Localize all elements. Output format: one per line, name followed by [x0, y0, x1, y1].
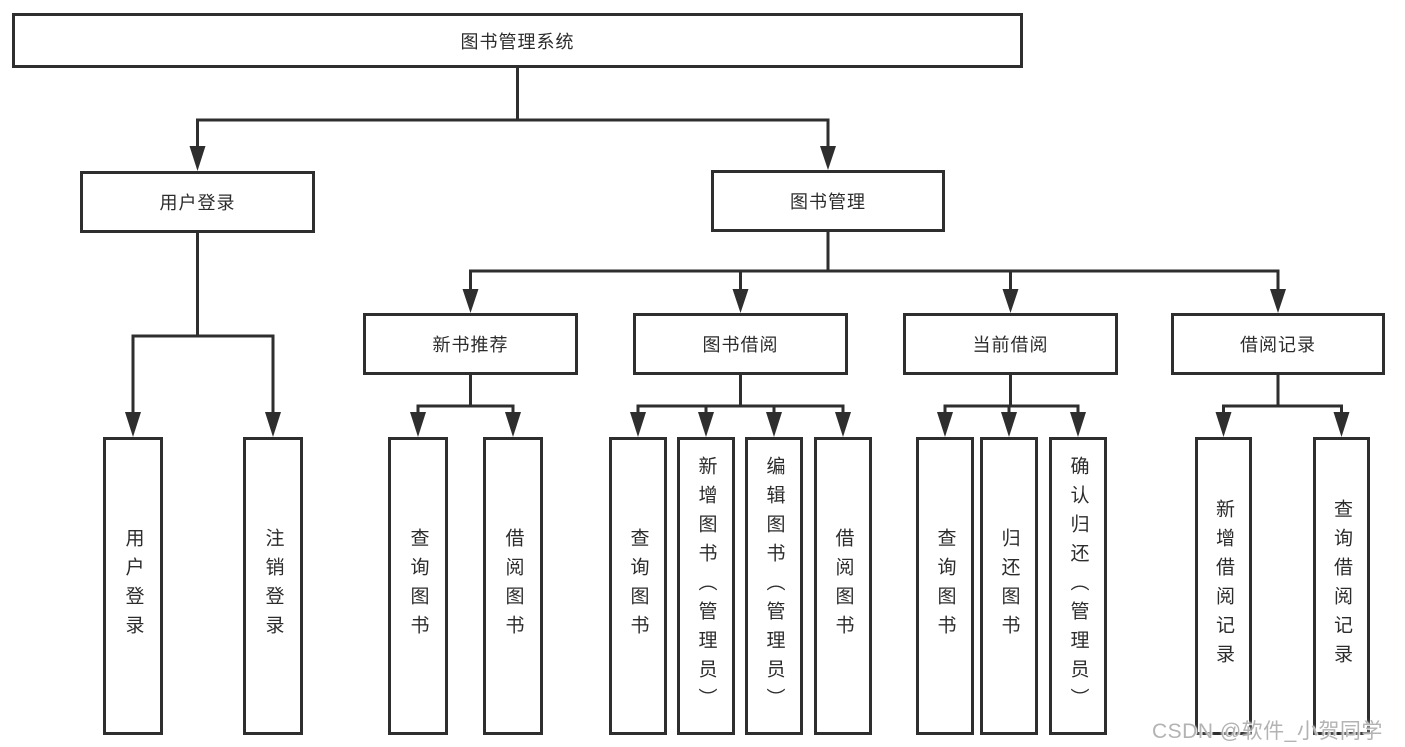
node-label: 查询图书: [934, 528, 956, 644]
node-label: 查询图书: [407, 528, 429, 644]
node-label: 用户登录: [159, 193, 236, 213]
leaf-query-books: 查询图书: [609, 437, 667, 735]
node-library-management-system: 图书管理系统: [12, 13, 1023, 68]
leaf-logout: 注销登录: [243, 437, 303, 735]
node-label: 新增借阅记录: [1213, 499, 1234, 673]
leaf-add-borrow-record: 新增借阅记录: [1195, 437, 1252, 735]
node-label: 图书借阅: [702, 335, 779, 355]
leaf-confirm-return-admin: 确认归还（管理员）: [1049, 437, 1107, 735]
node-user-login: 用户登录: [80, 171, 315, 233]
node-label: 当前借阅: [972, 335, 1049, 355]
leaf-user-login: 用户登录: [103, 437, 163, 735]
node-label: 归还图书: [998, 528, 1020, 644]
node-current-borrow: 当前借阅: [903, 313, 1118, 375]
node-book-borrow: 图书借阅: [633, 313, 848, 375]
node-label: 借阅图书: [502, 528, 524, 644]
node-label: 图书管理: [790, 192, 866, 212]
node-label: 图书管理系统: [460, 31, 575, 52]
leaf-borrow-books: 借阅图书: [814, 437, 872, 735]
leaf-query-books: 查询图书: [388, 437, 448, 735]
node-new-book-recommend: 新书推荐: [363, 313, 578, 375]
leaf-edit-books-admin: 编辑图书（管理员）: [745, 437, 803, 735]
node-label: 查询图书: [627, 528, 649, 644]
node-label: 编辑图书（管理员）: [763, 455, 785, 717]
node-label: 借阅记录: [1240, 335, 1316, 355]
leaf-borrow-books: 借阅图书: [483, 437, 543, 735]
node-label: 借阅图书: [832, 528, 854, 644]
csdn-watermark: CSDN @软件_小贺同学: [1152, 720, 1383, 743]
node-label: 新书推荐: [432, 335, 509, 355]
leaf-query-borrow-record: 查询借阅记录: [1313, 437, 1370, 735]
node-borrow-records: 借阅记录: [1171, 313, 1385, 375]
node-book-management: 图书管理: [711, 170, 945, 232]
leaf-query-books: 查询图书: [916, 437, 974, 735]
node-label: 确认归还（管理员）: [1067, 455, 1089, 717]
leaf-return-books: 归还图书: [980, 437, 1038, 735]
node-label: 用户登录: [122, 528, 144, 644]
node-label: 注销登录: [262, 528, 284, 644]
node-label: 新增图书（管理员）: [695, 455, 717, 717]
node-label: 查询借阅记录: [1331, 499, 1352, 673]
leaf-add-books-admin: 新增图书（管理员）: [677, 437, 735, 735]
